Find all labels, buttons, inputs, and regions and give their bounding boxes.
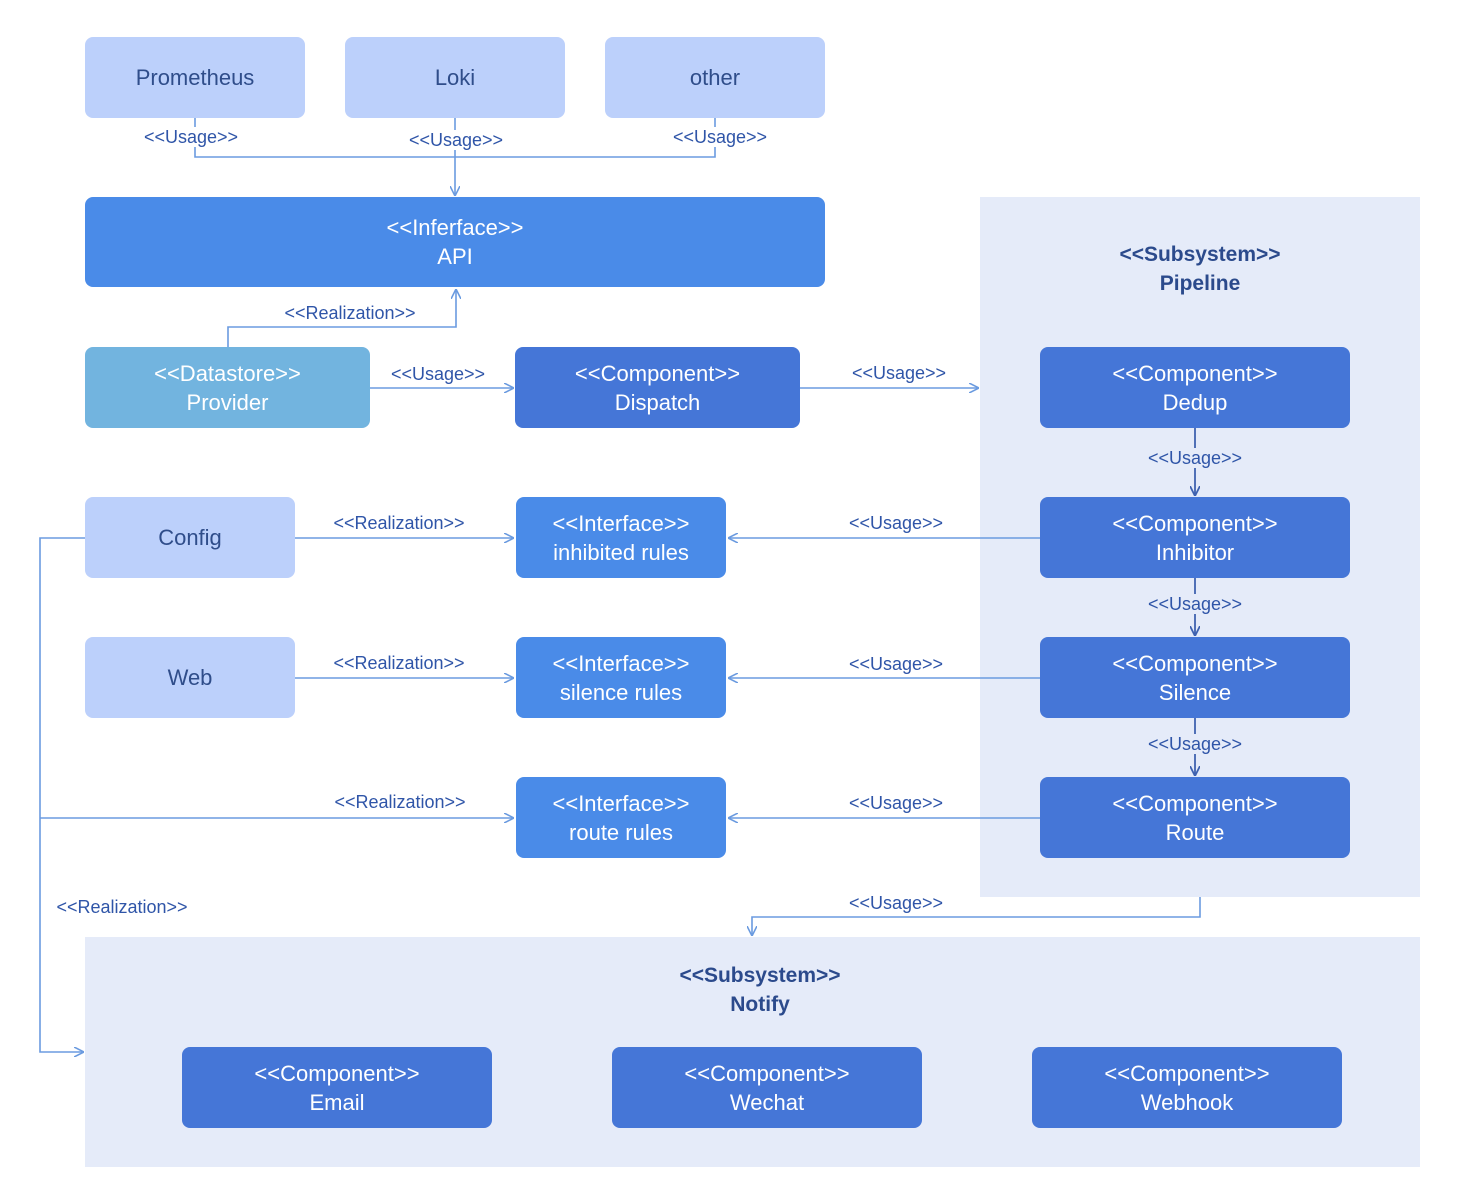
pipeline-name: Pipeline	[1159, 272, 1241, 295]
label-silence-rules-usage: <<Usage>>	[847, 654, 945, 674]
api-node[interactable]: <<Inferface>> API	[85, 197, 825, 287]
web-label: Web	[167, 665, 213, 690]
dispatch-stereotype: <<Component>>	[574, 360, 741, 386]
wechat-stereotype: <<Component>>	[684, 1060, 850, 1086]
inhibitor-node[interactable]: <<Component>> Inhibitor	[1040, 497, 1350, 578]
inhibited-rules-stereotype: <<Interface>>	[552, 510, 690, 536]
email-node[interactable]: <<Component>> Email	[182, 1047, 492, 1128]
loki-node[interactable]: Loki	[345, 37, 565, 118]
silence-stereotype: <<Component>>	[1112, 650, 1278, 676]
email-name: Email	[309, 1089, 365, 1115]
dispatch-node[interactable]: <<Component>> Dispatch	[515, 347, 800, 428]
config-label: Config	[158, 525, 222, 550]
provider-name: Provider	[186, 389, 269, 415]
silence-rules-stereotype: <<Interface>>	[552, 650, 690, 676]
label-dispatch-pipeline-usage: <<Usage>>	[850, 363, 948, 383]
inhibitor-stereotype: <<Component>>	[1112, 510, 1278, 536]
wechat-name: Wechat	[729, 1089, 805, 1115]
route-rules-node[interactable]: <<Interface>> route rules	[516, 777, 726, 858]
label-web-realization: <<Realization>>	[332, 653, 466, 673]
prometheus-node[interactable]: Prometheus	[85, 37, 305, 118]
wechat-node[interactable]: <<Component>> Wechat	[612, 1047, 922, 1128]
edge-provider-api	[227, 290, 456, 347]
label-provider-realization: <<Realization>>	[283, 303, 417, 323]
silence-node[interactable]: <<Component>> Silence	[1040, 637, 1350, 718]
loki-label: Loki	[434, 65, 476, 90]
label-inhibitor-rules-usage: <<Usage>>	[847, 513, 945, 533]
notify-stereotype: <<Subsystem>>	[679, 964, 841, 987]
dedup-stereotype: <<Component>>	[1112, 360, 1278, 386]
label-route-rules-usage: <<Usage>>	[847, 793, 945, 813]
silence-rules-name: silence rules	[559, 679, 683, 705]
label-pipeline-notify-usage: <<Usage>>	[847, 893, 945, 913]
dedup-node[interactable]: <<Component>> Dedup	[1040, 347, 1350, 428]
silence-rules-node[interactable]: <<Interface>> silence rules	[516, 637, 726, 718]
silence-name: Silence	[1158, 679, 1232, 705]
label-silence-usage: <<Usage>>	[1146, 734, 1244, 754]
route-rules-stereotype: <<Interface>>	[552, 790, 690, 816]
label-dedup-usage: <<Usage>>	[1146, 448, 1244, 468]
label-notify-realization: <<Realization>>	[55, 897, 189, 917]
route-node[interactable]: <<Component>> Route	[1040, 777, 1350, 858]
pipeline-title: <<Subsystem>> Pipeline	[980, 240, 1420, 298]
label-other-usage: <<Usage>>	[671, 127, 769, 147]
label-loki-usage: <<Usage>>	[407, 130, 505, 150]
provider-stereotype: <<Datastore>>	[154, 360, 301, 386]
other-label: other	[689, 65, 741, 90]
webhook-name: Webhook	[1140, 1089, 1234, 1115]
edge-pipeline-notify	[752, 897, 1201, 935]
api-name: API	[437, 244, 473, 269]
label-prometheus-usage: <<Usage>>	[142, 127, 240, 147]
inhibitor-name: Inhibitor	[1155, 539, 1235, 565]
route-name: Route	[1165, 819, 1225, 845]
webhook-node[interactable]: <<Component>> Webhook	[1032, 1047, 1342, 1128]
label-config-realization: <<Realization>>	[332, 513, 466, 533]
label-inhibitor-usage: <<Usage>>	[1146, 594, 1244, 614]
edge-config-trunk	[39, 537, 85, 1052]
label-provider-dispatch-usage: <<Usage>>	[389, 364, 487, 384]
prometheus-label: Prometheus	[135, 65, 255, 90]
pipeline-stereotype: <<Subsystem>>	[1119, 243, 1281, 266]
config-node[interactable]: Config	[85, 497, 295, 578]
webhook-stereotype: <<Component>>	[1104, 1060, 1270, 1086]
dedup-name: Dedup	[1162, 389, 1228, 415]
route-stereotype: <<Component>>	[1112, 790, 1278, 816]
inhibited-rules-node[interactable]: <<Interface>> inhibited rules	[516, 497, 726, 578]
email-stereotype: <<Component>>	[254, 1060, 420, 1086]
api-stereotype: <<Inferface>>	[386, 215, 524, 240]
other-node[interactable]: other	[605, 37, 825, 118]
dispatch-name: Dispatch	[614, 389, 701, 415]
notify-name: Notify	[730, 993, 790, 1016]
web-node[interactable]: Web	[85, 637, 295, 718]
label-route-realization: <<Realization>>	[333, 792, 467, 812]
notify-title: <<Subsystem>> Notify	[85, 961, 1435, 1019]
provider-node[interactable]: <<Datastore>> Provider	[85, 347, 370, 428]
inhibited-rules-name: inhibited rules	[553, 539, 689, 565]
route-rules-name: route rules	[569, 819, 673, 845]
